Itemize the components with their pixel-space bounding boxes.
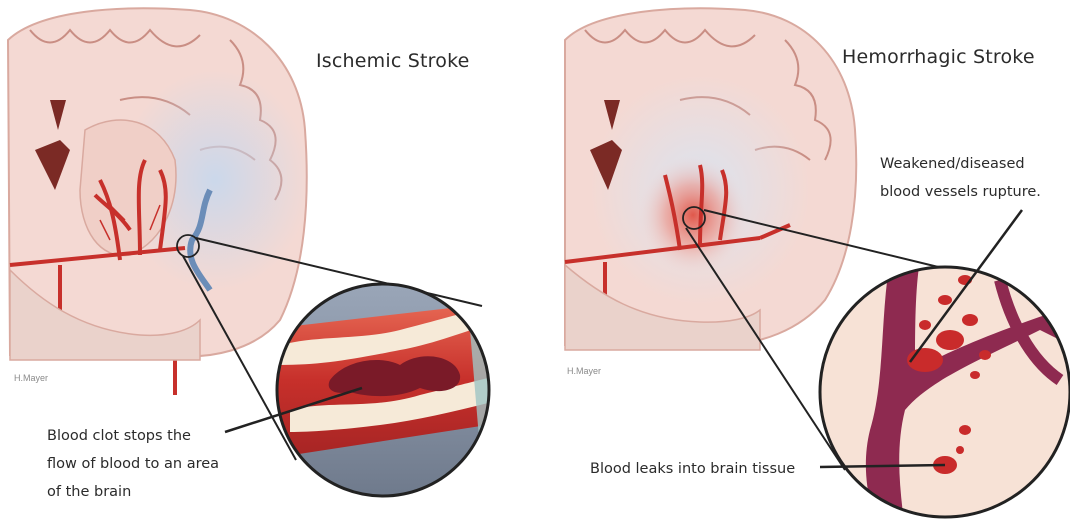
right-magnifier — [820, 210, 1070, 523]
left-signature: H.Mayer — [14, 373, 48, 383]
right-caption-top: Weakened/diseased blood vessels rupture. — [880, 150, 1065, 206]
right-caption-top-line-1: Weakened/diseased — [880, 150, 1065, 178]
hemorrhage-zone — [638, 155, 748, 275]
left-caption-line-1: Blood clot stops the — [47, 422, 247, 450]
left-panel-title: Ischemic Stroke — [316, 50, 470, 72]
right-caption-top-line-2: blood vessels rupture. — [880, 178, 1065, 206]
left-caption-line-2: flow of blood to an area — [47, 450, 247, 478]
right-caption-bottom: Blood leaks into brain tissue — [590, 455, 795, 483]
right-signature: H.Mayer — [567, 366, 601, 376]
left-caption: Blood clot stops the flow of blood to an… — [47, 422, 247, 506]
left-caption-line-3: of the brain — [47, 478, 247, 506]
right-panel-title: Hemorrhagic Stroke — [842, 46, 1035, 68]
